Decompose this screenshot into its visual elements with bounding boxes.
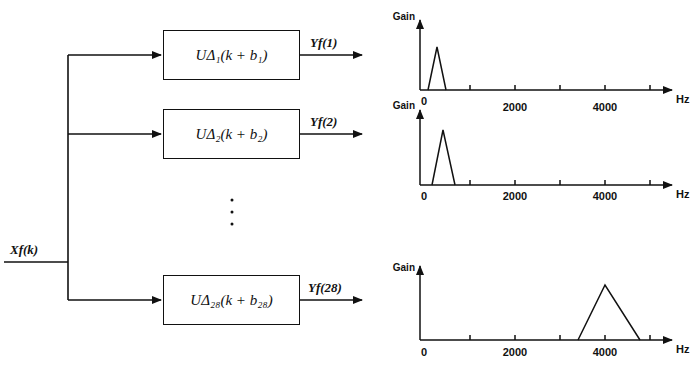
gain-plot (420, 20, 672, 90)
axis-title: Gain (393, 11, 415, 22)
branch-wire (68, 133, 161, 135)
axis-tick: 2000 (503, 346, 527, 358)
gain-plot (420, 266, 672, 340)
gain-plot (420, 110, 672, 185)
branch-wire (68, 299, 161, 301)
signal-name: Yf(2) (310, 115, 337, 129)
branch-wire (68, 54, 161, 56)
axis-tick: 2000 (503, 190, 527, 202)
filter-box: UΔ₂(k + b₂) (163, 109, 300, 159)
filter-box: UΔ₂₈(k + b₂₈) (163, 275, 300, 325)
filter-label: UΔ₁(k + b₁) (196, 47, 268, 64)
axis-title: Gain (393, 262, 415, 273)
axis-tick: 2000 (503, 101, 527, 113)
axis-unit: Hz (676, 343, 689, 355)
signal-name: Yf(1) (310, 36, 337, 50)
signal-name: Xf(k) (10, 243, 38, 257)
filter-label: UΔ₂(k + b₂) (196, 126, 268, 143)
signal-name: Yf(28) (308, 281, 342, 295)
axis-unit: Hz (676, 188, 689, 200)
axis-tick: 0 (421, 190, 427, 202)
output-wire (300, 133, 362, 135)
filter-box: UΔ₁(k + b₁) (163, 30, 300, 80)
axis-title: Gain (393, 100, 415, 111)
trunk-wire (67, 55, 69, 300)
filter-label: UΔ₂₈(k + b₂₈) (190, 292, 272, 309)
input-wire (4, 261, 68, 263)
axis-tick: 0 (421, 95, 427, 107)
output-wire (300, 54, 362, 56)
output-wire (300, 299, 362, 301)
axis-unit: Hz (676, 93, 689, 105)
axis-tick: 4000 (593, 190, 617, 202)
ellipsis-dots (231, 199, 234, 226)
axis-tick: 0 (421, 346, 427, 358)
axis-tick: 4000 (593, 346, 617, 358)
axis-tick: 4000 (593, 101, 617, 113)
